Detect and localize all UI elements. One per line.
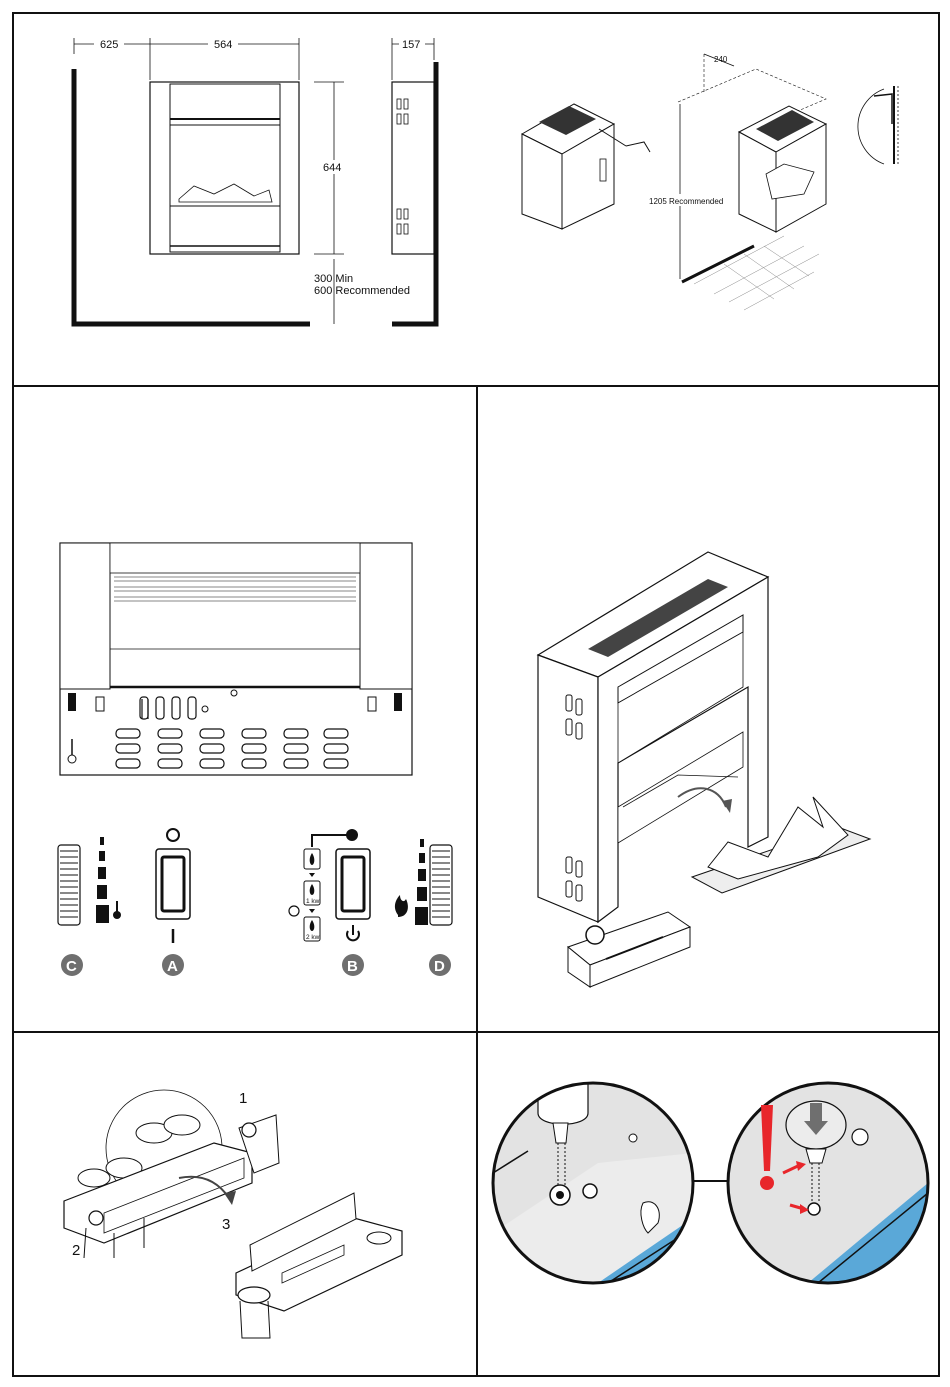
level-1kw-label: 1 kw	[306, 898, 320, 905]
mode-switch-b: 1 kw 2 kw B	[289, 829, 370, 976]
flame-assembly-diagram: 1 2 3	[14, 1033, 476, 1375]
controls-diagram: C A 1 kw	[14, 387, 476, 1031]
badge-a: A	[167, 958, 178, 975]
dim-height-label: 644	[323, 162, 341, 174]
thermostat-dial-c: C	[58, 837, 121, 976]
base-tray-illustration	[236, 1193, 402, 1338]
step-1-label: 1	[239, 1090, 247, 1107]
step-3-label: 3	[222, 1216, 230, 1233]
dim-width-label: 564	[214, 39, 232, 51]
panel-dimensions: 625 564 644 300 Min 600 Recommended	[12, 12, 940, 387]
badge-c: C	[66, 958, 77, 975]
fuel-bed-removal-diagram	[478, 387, 938, 1031]
heater-module	[568, 912, 690, 987]
panel-lamp-detail	[476, 1031, 940, 1377]
flame-intensity-icon	[395, 895, 408, 917]
level-2kw-label: 2 kw	[306, 934, 320, 941]
lamp-socket-detail-left	[493, 1083, 693, 1283]
fuel-bed-logs	[692, 797, 870, 893]
fan-icon	[289, 906, 299, 916]
dim-left-label: 625	[100, 39, 118, 51]
panel-remove-fuel-bed	[476, 385, 940, 1033]
badge-d: D	[434, 958, 445, 975]
dimensions-diagram: 625 564 644 300 Min 600 Recommended	[14, 14, 938, 385]
lamp-socket-detail-right	[728, 1083, 928, 1283]
dim-depth-label: 157	[402, 39, 420, 51]
pull-arrow-icon	[722, 799, 732, 813]
floor-recommended-label: 600 Recommended	[314, 285, 410, 297]
bracket-detail-illustration	[858, 86, 898, 164]
flame-dial-d: D	[395, 839, 452, 976]
step-2-label: 2	[72, 1242, 80, 1259]
wall-mount-step-illustration	[522, 104, 650, 229]
heater-front-view	[60, 543, 412, 775]
fireplace-front-view	[150, 82, 299, 254]
dim-recommended-label: 1205 Recommended	[649, 197, 723, 206]
floor-min-label: 300 Min	[314, 273, 353, 285]
rotate-arrow-icon	[224, 1191, 236, 1205]
dim-top-label: 240	[714, 55, 728, 64]
panel-flame-assembly: 1 2 3	[12, 1031, 478, 1377]
installation-height-illustration: 240 1205 Recommended	[646, 54, 826, 310]
fireplace-side-view: 157	[392, 38, 436, 324]
badge-b: B	[347, 958, 358, 975]
off-symbol-icon	[167, 829, 179, 841]
lamp-detail-diagram	[478, 1033, 938, 1375]
lamp-tray-illustration: 1 2 3	[64, 1090, 279, 1259]
main-switch-a: A	[156, 829, 190, 976]
panel-controls: C A 1 kw	[12, 385, 478, 1033]
